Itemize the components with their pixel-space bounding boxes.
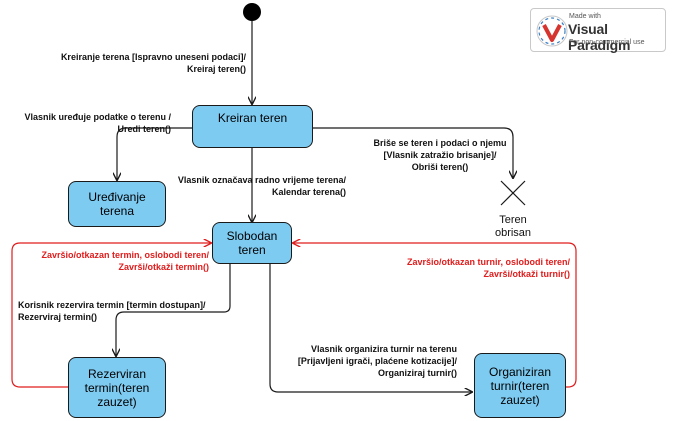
state-rezerviran-label: Rezerviran termin(teren zauzet) <box>84 366 150 409</box>
initial-state <box>243 3 261 21</box>
state-uredjivanje-label: Uređivanje terena <box>88 190 146 218</box>
edge-tournament <box>269 264 472 392</box>
state-slobodan-teren[interactable]: Slobodan teren <box>212 222 292 264</box>
state-rezerviran-termin[interactable]: Rezerviran termin(teren zauzet) <box>68 357 166 418</box>
label-create: Kreiranje terena [Ispravno uneseni podac… <box>60 52 246 74</box>
label-tournament: Vlasnik organizira turnir na terenu [Pri… <box>297 344 457 378</box>
final-state-label: Teren obrisan <box>494 214 532 239</box>
edge-delete <box>313 127 513 178</box>
label-free-termin: Završio/otkazan termin, oslobodi teren/ … <box>41 250 209 272</box>
label-free-turnir: Završio/otkazan turnir, oslobodi teren/ … <box>406 257 570 279</box>
visual-paradigm-logo-icon <box>536 15 568 47</box>
state-uredjivanje-terena[interactable]: Uređivanje terena <box>68 181 166 227</box>
edge-free-termin <box>11 243 211 388</box>
watermark-brand: Visual Paradigm <box>568 21 631 53</box>
watermark-subtitle: For non-commercial use <box>569 39 645 46</box>
label-delete: Briše se teren i podaci o njemu [Vlasnik… <box>373 138 507 172</box>
state-slobodan-label: Slobodan teren <box>226 229 278 257</box>
state-kreiran-teren[interactable]: Kreiran teren <box>192 105 313 148</box>
watermark-made-with: Made with <box>569 13 601 20</box>
edge-reserve <box>116 264 231 356</box>
state-organiziran-turnir[interactable]: Organiziran turnir(teren zauzet) <box>474 353 566 418</box>
state-kreiran-label: Kreiran teren <box>217 111 288 125</box>
edge-free-turnir <box>293 243 577 388</box>
label-calendar: Vlasnik označava radno vrijeme terena/ K… <box>177 175 346 197</box>
final-state-x-b <box>500 180 526 206</box>
edge-edit <box>117 127 192 180</box>
state-organiziran-label: Organiziran turnir(teren zauzet) <box>488 364 552 407</box>
visual-paradigm-watermark: Made with Visual Paradigm For non-commer… <box>530 8 666 53</box>
label-edit: Vlasnik uređuje podatke o terenu / Uredi… <box>24 112 171 134</box>
label-reserve: Korisnik rezervira termin [termin dostup… <box>18 300 206 322</box>
